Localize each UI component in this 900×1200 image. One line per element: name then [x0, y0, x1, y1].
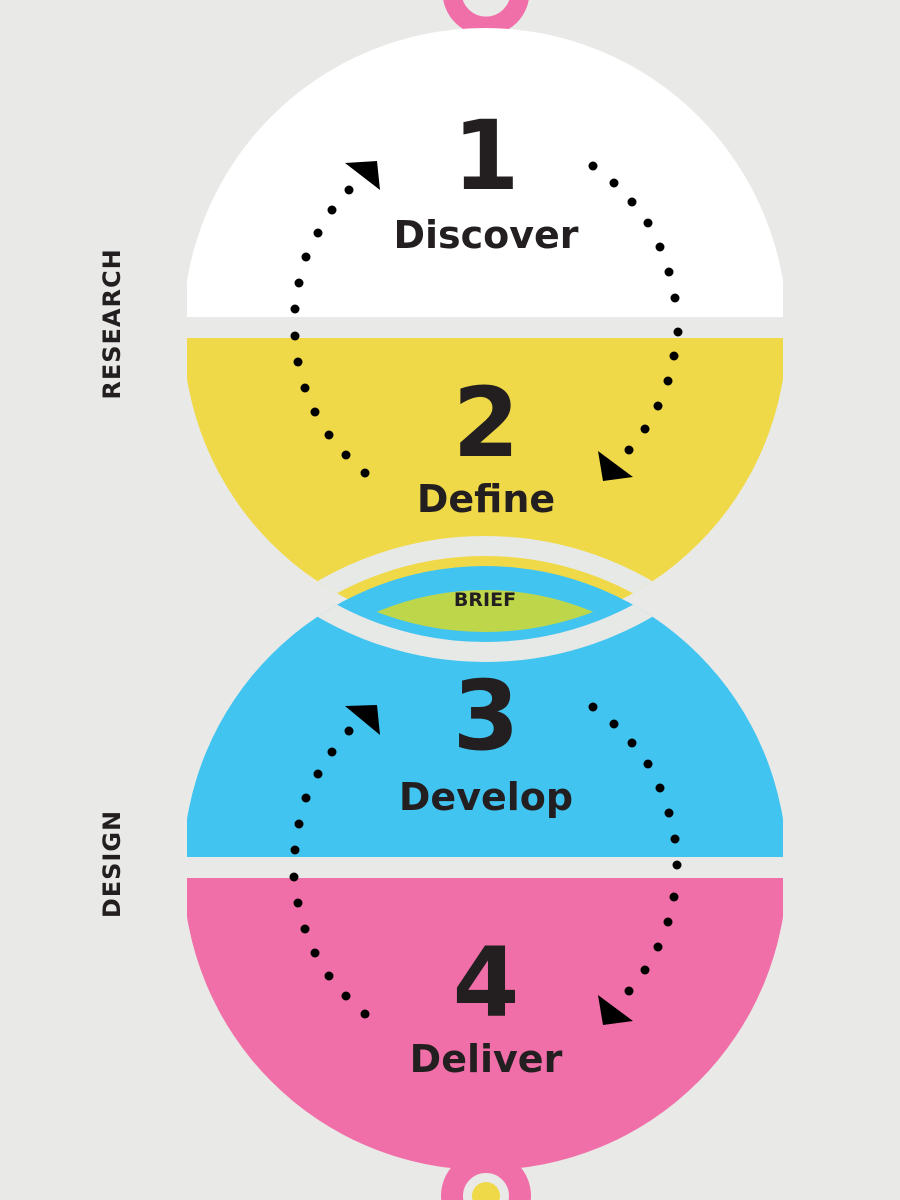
design-side-label: DESIGN: [98, 809, 126, 919]
bottom-arrowhead-left: [345, 705, 380, 735]
top-connector-ring: [443, 0, 529, 36]
bottom-cycle-dots-left: [289, 726, 370, 1019]
phase-3-number: 3: [452, 660, 520, 772]
brief-label: BRIEF: [453, 589, 517, 611]
top-arrowhead-right: [598, 451, 633, 481]
bottom-connector-dot: [472, 1182, 500, 1200]
bottom-arrowhead-right: [598, 995, 633, 1025]
research-side-label: RESEARCH: [98, 248, 126, 400]
phase-2-label: Define: [416, 477, 556, 521]
top-cycle-dots-right: [588, 161, 683, 455]
phase-2-number: 2: [452, 367, 520, 479]
phase-4-label: Deliver: [409, 1037, 563, 1081]
bottom-cycle-dots-right: [588, 702, 682, 996]
phase-4-number: 4: [452, 927, 520, 1039]
top-cycle-dots-left: [290, 185, 370, 478]
top-arrowhead-left: [345, 161, 380, 190]
phase-1-number: 1: [452, 100, 520, 212]
phase-1-label: Discover: [393, 213, 579, 257]
phase-3-label: Develop: [398, 775, 574, 819]
